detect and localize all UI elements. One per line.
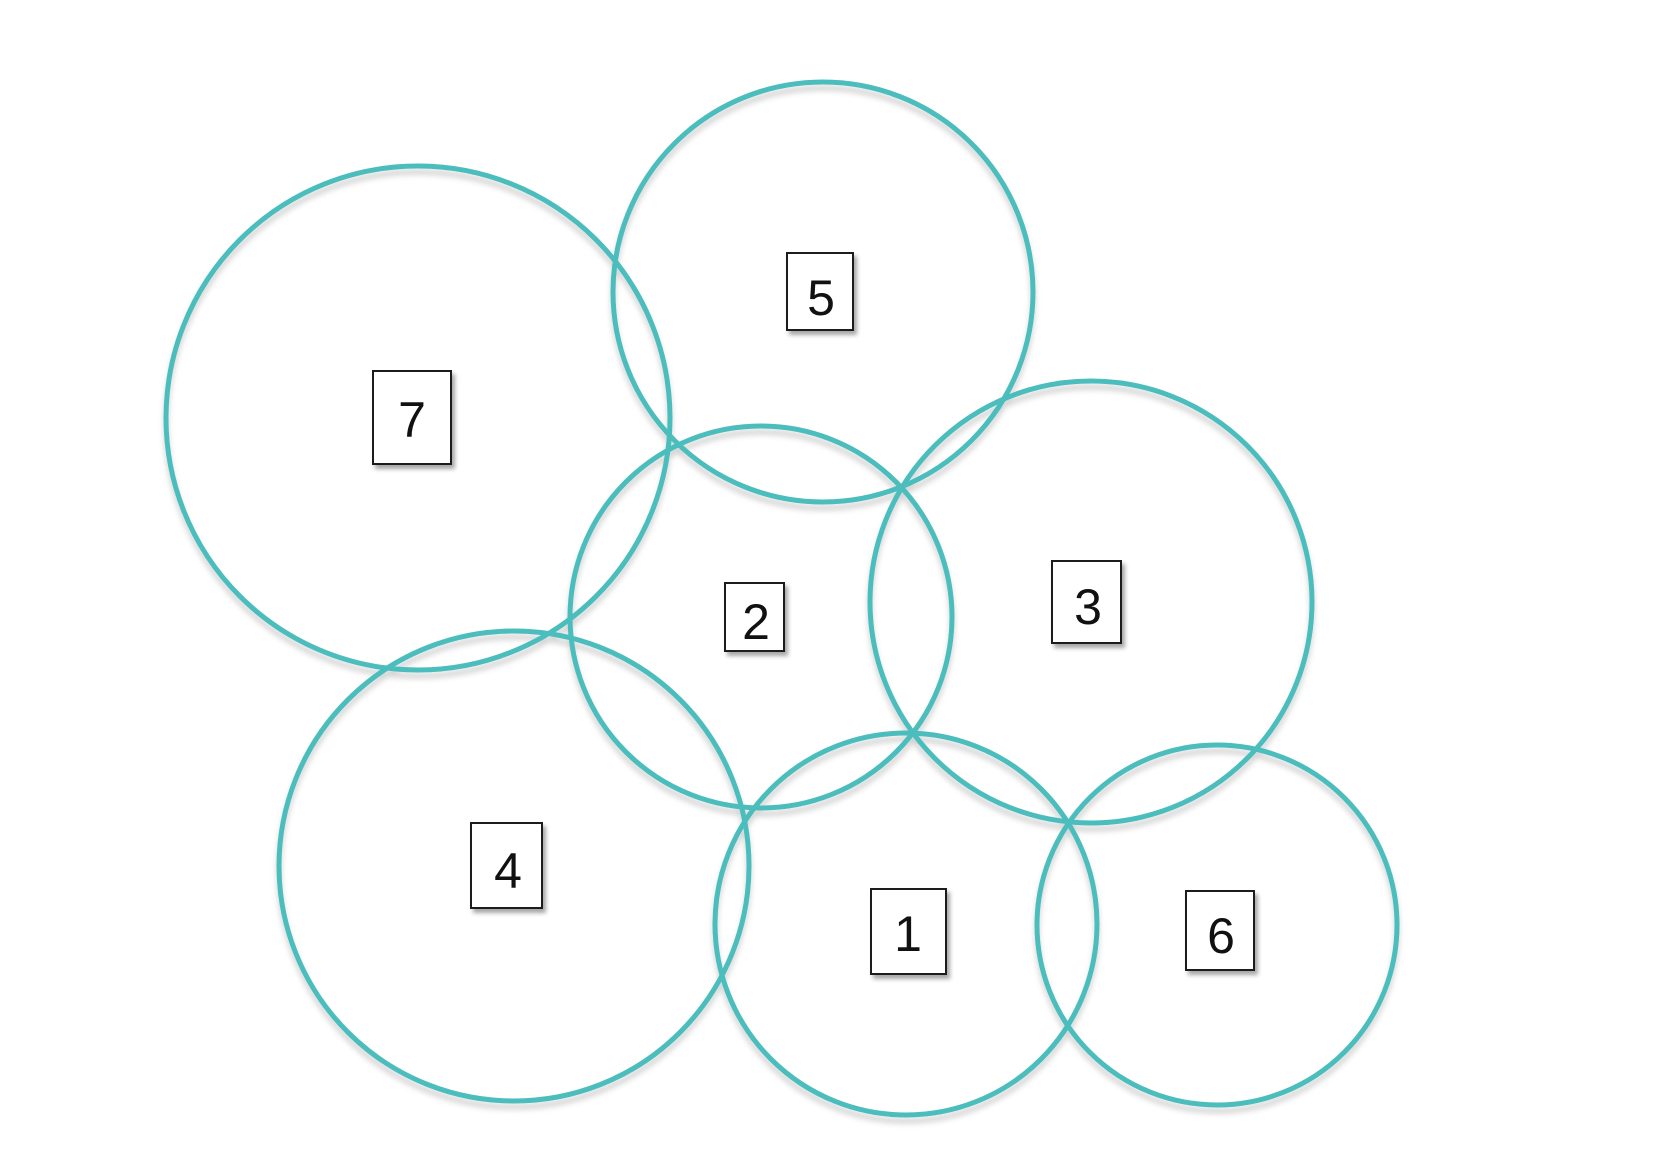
region-label-4-text: 4 xyxy=(494,843,522,899)
region-label-5-text: 5 xyxy=(807,270,835,326)
circle-7 xyxy=(163,163,673,673)
region-label-7-text: 7 xyxy=(398,392,426,448)
region-label-5: 5 xyxy=(786,252,854,331)
region-label-1: 1 xyxy=(870,888,947,975)
circle-1 xyxy=(712,730,1100,1118)
circle-6 xyxy=(1034,742,1400,1108)
circle-2 xyxy=(567,423,955,811)
region-label-2-text: 2 xyxy=(742,594,770,650)
region-label-2: 2 xyxy=(724,582,785,652)
circle-5 xyxy=(610,79,1036,505)
region-label-6: 6 xyxy=(1185,890,1255,971)
region-label-1-text: 1 xyxy=(894,906,922,962)
region-label-3: 3 xyxy=(1051,560,1122,644)
region-label-4: 4 xyxy=(470,822,543,909)
circle-3 xyxy=(867,378,1315,826)
region-label-6-text: 6 xyxy=(1207,908,1235,964)
region-label-7: 7 xyxy=(372,370,452,465)
region-label-3-text: 3 xyxy=(1074,579,1102,635)
circle-4 xyxy=(276,628,752,1104)
